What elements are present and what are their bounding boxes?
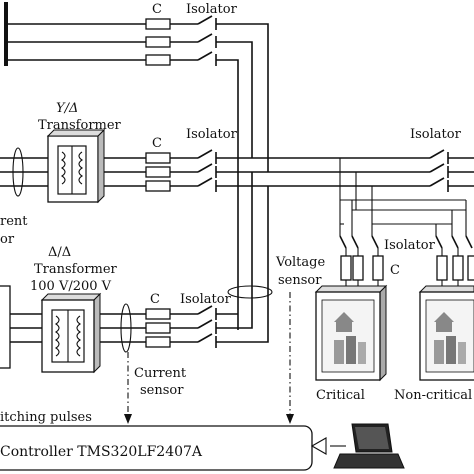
laptop-icon bbox=[333, 423, 405, 469]
left-feed-low bbox=[10, 313, 42, 343]
top-feeder-lines bbox=[216, 23, 269, 330]
bottom-riser-lines bbox=[216, 172, 269, 343]
noncritical-label: Non-critical bbox=[394, 388, 472, 403]
voltage-sensor-label-2: sensor bbox=[278, 273, 322, 288]
bottom-wires bbox=[100, 303, 146, 353]
critical-label: Critical bbox=[316, 388, 365, 403]
dd-transformer-rating: 100 V/200 V bbox=[30, 279, 112, 294]
right-isolator-label: Isolator bbox=[410, 127, 462, 142]
laptop-link-arrow bbox=[310, 437, 346, 455]
load-isolator-label: Isolator bbox=[384, 238, 436, 253]
yd-transformer-sub: Transformer bbox=[38, 118, 122, 133]
dd-transformer-sub: Transformer bbox=[34, 262, 118, 277]
left-feed-mid bbox=[0, 147, 48, 197]
switching-pulses-label: itching pulses bbox=[0, 410, 92, 425]
yd-transformer-title: Y/Δ bbox=[56, 101, 78, 116]
current-sensor-label-1: Current bbox=[134, 366, 187, 381]
bottom-isolator-label: Isolator bbox=[180, 292, 232, 307]
controller-box bbox=[0, 425, 313, 471]
top-isolator-label: Isolator bbox=[186, 2, 238, 17]
top-cap-label: C bbox=[152, 2, 162, 17]
main-bus bbox=[216, 157, 430, 187]
bottom-cap-label: C bbox=[150, 292, 160, 307]
load-isolator-switches bbox=[339, 235, 473, 249]
critical-load-cabinet bbox=[314, 284, 388, 382]
load-cap-label: C bbox=[390, 263, 400, 278]
left-current-sensor-label-2: or bbox=[0, 232, 15, 247]
right-isolator-switches bbox=[429, 149, 474, 192]
bottom-isolator-switches bbox=[170, 305, 217, 348]
bottom-capacitors bbox=[145, 308, 171, 348]
noncritical-load-cabinet bbox=[418, 285, 474, 381]
left-source-box bbox=[0, 285, 11, 369]
load-branch-lines bbox=[339, 158, 467, 236]
mid-isolator-switches bbox=[170, 149, 217, 192]
voltage-sensor-loop bbox=[227, 285, 273, 299]
current-sensor-label-2: sensor bbox=[140, 383, 184, 398]
voltage-sensor-label-1: Voltage bbox=[275, 255, 325, 270]
controller-label: Controller TMS320LF2407A bbox=[0, 444, 203, 460]
dd-transformer bbox=[40, 292, 102, 374]
mid-isolator-label: Isolator bbox=[186, 127, 238, 142]
left-current-sensor-label-1: rent bbox=[0, 214, 28, 229]
load-capacitors bbox=[340, 248, 474, 292]
signal-lines bbox=[124, 292, 294, 424]
dd-transformer-title: Δ/Δ bbox=[48, 245, 71, 260]
source-bus bbox=[4, 2, 146, 66]
yd-transformer bbox=[46, 128, 106, 204]
top-isolator-switches bbox=[170, 15, 217, 66]
top-capacitors bbox=[145, 18, 171, 66]
mid-cap-label: C bbox=[152, 136, 162, 151]
mid-wires bbox=[104, 157, 146, 187]
mid-capacitors bbox=[145, 152, 171, 192]
